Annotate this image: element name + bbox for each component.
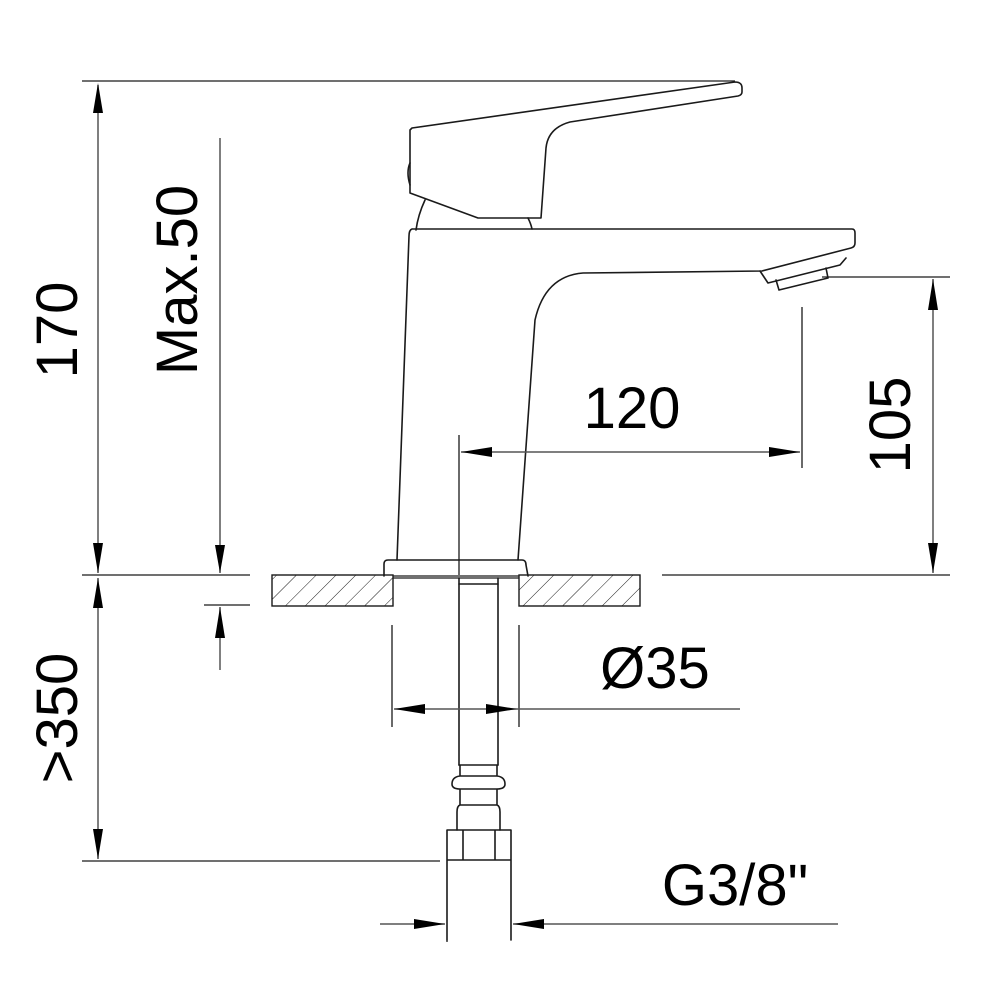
spout-body xyxy=(396,228,856,561)
lever-handle xyxy=(409,81,743,219)
deck-left xyxy=(271,574,394,607)
label-max-deck-thickness: Max.50 xyxy=(145,185,210,375)
label-connection-thread: G3/8" xyxy=(662,853,808,918)
dim-max-deck-thickness: Max.50 xyxy=(145,138,225,670)
cartridge-neck xyxy=(415,199,533,231)
aerator xyxy=(759,257,847,291)
handle-set-screw xyxy=(407,162,411,186)
dim-connection-thread: G3/8" xyxy=(380,853,838,929)
label-spout-reach: 120 xyxy=(584,376,681,441)
dim-total-height: 170 >350 xyxy=(25,83,103,859)
supply-hose xyxy=(446,577,512,941)
dim-spout-height: 105 xyxy=(858,279,938,573)
base-flange xyxy=(383,559,529,577)
extension-lines xyxy=(82,80,950,942)
faucet-body xyxy=(383,81,856,577)
label-hole-diameter: Ø35 xyxy=(600,636,710,701)
dim-spout-reach: 120 xyxy=(461,376,800,457)
dim-hole-diameter: Ø35 xyxy=(394,636,740,714)
label-total-height: 170 xyxy=(25,282,90,379)
hose-nut xyxy=(446,829,512,941)
label-spout-height: 105 xyxy=(858,377,923,474)
deck-section xyxy=(271,574,641,607)
deck-right xyxy=(518,574,641,607)
label-hose-length: >350 xyxy=(25,653,90,784)
